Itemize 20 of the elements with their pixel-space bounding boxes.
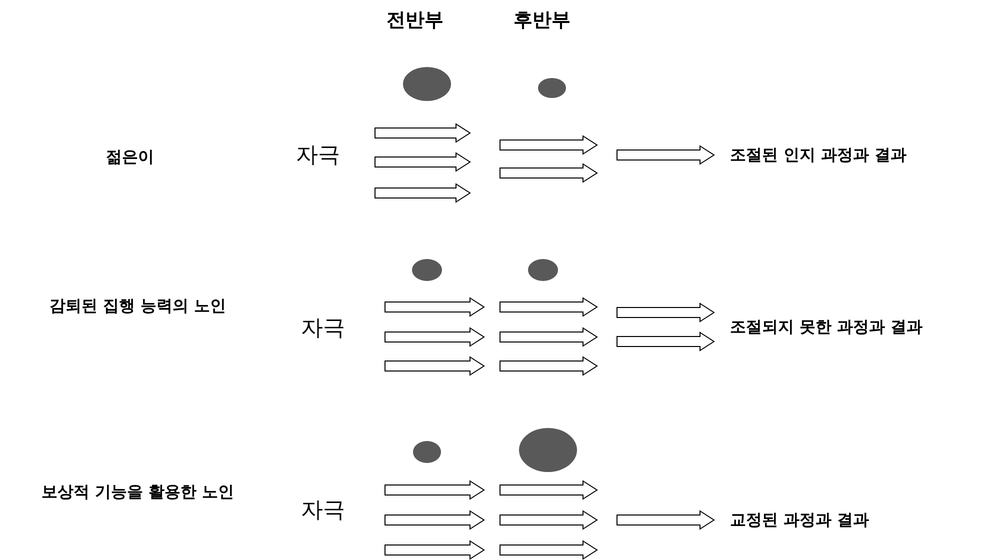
hollow-arrow (616, 332, 715, 352)
group-label: 젊은이 (106, 146, 154, 168)
resource-circle (528, 259, 558, 281)
outcome-text: 교정된 과정과 결과 (730, 510, 870, 529)
column-header: 후반부 (514, 8, 570, 33)
stimulus-label: 자극 (296, 142, 340, 170)
resource-circle (412, 259, 442, 281)
outcome-text: 조절되지 못한 과정과 결과 (730, 317, 923, 336)
resource-circle (413, 441, 441, 463)
outcome-text: 조절된 인지 과정과 결과 (730, 145, 907, 164)
hollow-arrow (616, 510, 715, 530)
group-label: 보상적 기능을 활용한 노인 (42, 482, 234, 502)
column-header: 전반부 (386, 8, 444, 33)
resource-circle (538, 78, 566, 98)
stimulus-label: 자극 (301, 497, 345, 525)
resource-circle (403, 67, 451, 101)
group-label: 감퇴된 집행 능력의 노인 (50, 296, 226, 316)
hollow-arrow (616, 145, 715, 165)
hollow-arrow (616, 302, 715, 322)
stimulus-label: 자극 (301, 315, 345, 343)
